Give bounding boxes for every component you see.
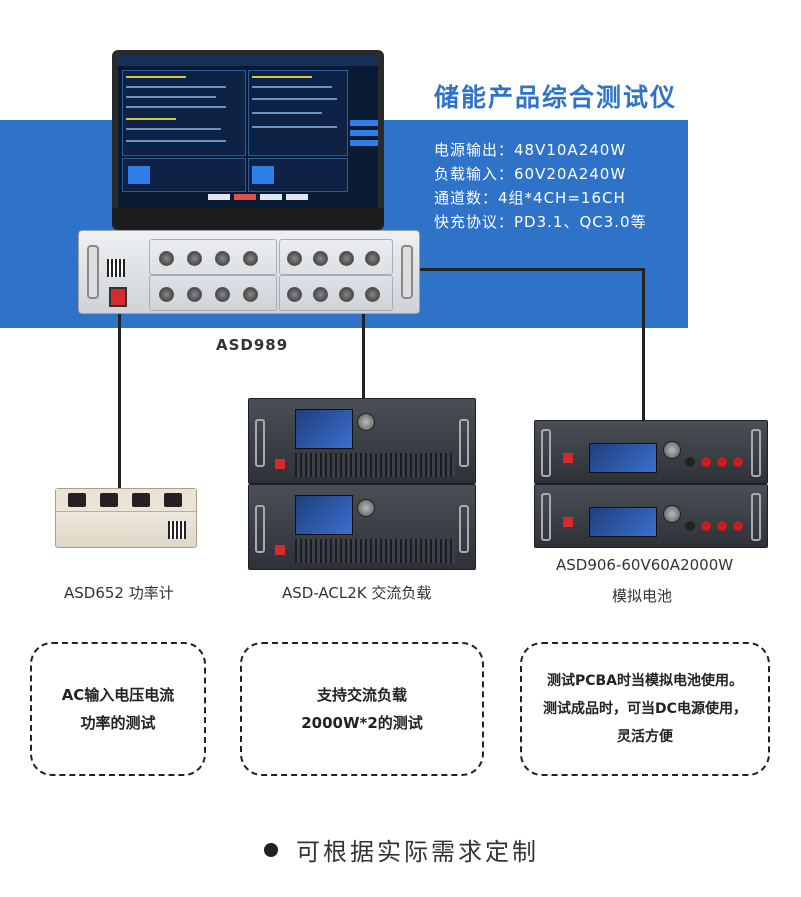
bullet-icon [264,842,278,857]
connector-icon [159,251,174,266]
connector-icon [187,287,202,302]
knob-icon [663,441,681,459]
socket-icon [132,493,150,507]
spec-list: 电源输出：48V10A240W 负载输入：60V20A240W 通道数：4组*4… [434,138,647,234]
connector-icon [313,251,328,266]
socket-icon [164,493,182,507]
knob-icon [357,413,375,431]
connector-icon [215,251,230,266]
terminal-icon [717,521,727,531]
terminal-icon [717,457,727,467]
spec-power-output: 电源输出：48V10A240W [434,141,627,159]
connector-icon [215,287,230,302]
spec-channels: 通道数：4组*4CH=16CH [434,189,626,207]
connector-icon [287,251,302,266]
spec-fast-charge: 快充协议：PD3.1、QC3.0等 [434,213,647,231]
terminal-icon [685,457,695,467]
qr-code [107,259,125,277]
connector-icon [365,251,380,266]
terminal-icon [685,521,695,531]
asd989-unit [78,230,420,314]
terminal-icon [701,521,711,531]
terminal-icon [701,457,711,467]
wire-battery-h [418,268,644,271]
wire-battery-v [642,268,645,420]
qr-code [168,521,186,539]
asd906-unit-top [534,420,768,484]
terminal-icon [733,521,743,531]
knob-icon [663,505,681,523]
asd652-power-meter [55,488,197,548]
monitor-display [112,50,384,230]
asd906-desc-label: 模拟电池 [612,587,673,605]
screen-button [350,120,378,126]
asd906-unit-bottom [534,484,768,548]
note-load: 支持交流负载 2000W*2的测试 [240,642,484,776]
lcd-display [295,495,353,535]
connector-icon [313,287,328,302]
wire-meter [118,312,121,488]
wire-load [362,312,365,400]
knob-icon [357,499,375,517]
asd906-model-label: ASD906-60V60A2000W [556,556,734,574]
asd652-label: ASD652 功率计 [64,584,174,602]
socket-icon [68,493,86,507]
connector-icon [159,287,174,302]
connector-icon [243,251,258,266]
spec-load-input: 负载输入：60V20A240W [434,165,627,183]
connector-icon [287,287,302,302]
note-battery: 测试PCBA时当模拟电池使用。 测试成品时，可当DC电源使用， 灵活方便 [520,642,770,776]
lcd-display [295,409,353,449]
page-title: 储能产品综合测试仪 [434,83,678,112]
screen-button [350,130,378,136]
screen-button [350,140,378,146]
monitor-screen [118,56,378,208]
socket-icon [100,493,118,507]
asd989-label: ASD989 [216,336,289,354]
acl2k-unit-bottom [248,484,476,570]
connector-icon [339,287,354,302]
terminal-icon [733,457,743,467]
connector-icon [339,251,354,266]
acl2k-label: ASD-ACL2K 交流负载 [282,584,432,602]
acl2k-unit-top [248,398,476,484]
footer-note: 可根据实际需求定制 [264,832,539,867]
connector-icon [365,287,380,302]
connector-icon [187,251,202,266]
power-switch [109,287,127,307]
connector-icon [243,287,258,302]
note-meter: AC输入电压电流 功率的测试 [30,642,206,776]
lcd-display [589,507,657,537]
lcd-display [589,443,657,473]
